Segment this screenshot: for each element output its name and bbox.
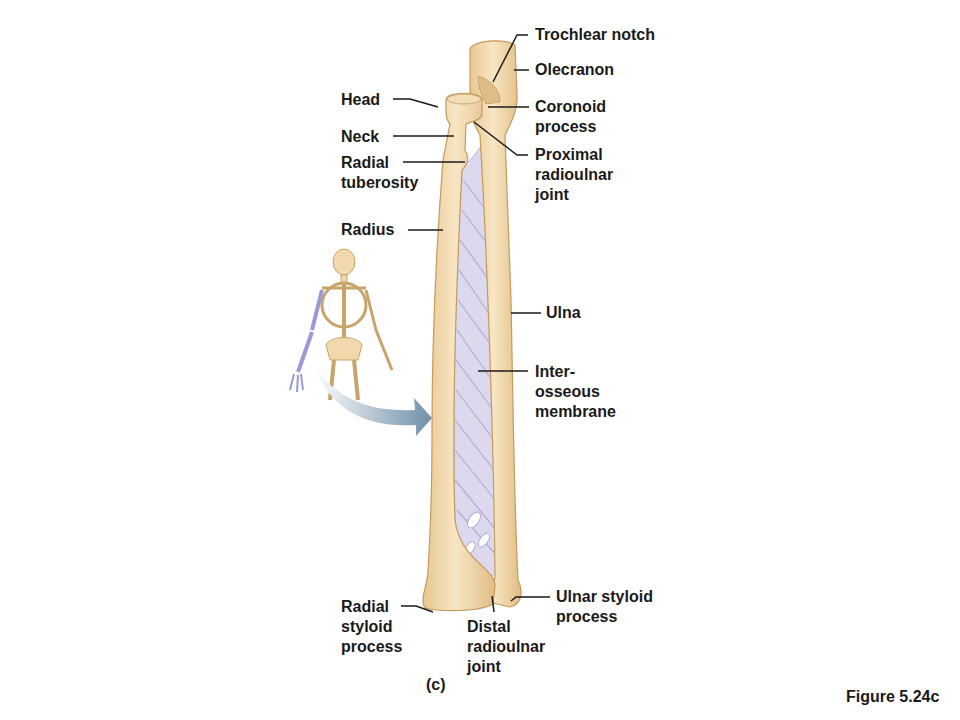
part-label: Trochlear notch — [535, 25, 655, 45]
pointer-arrow — [312, 362, 432, 436]
part-label: Radius — [341, 220, 394, 240]
radial-head-top — [447, 94, 481, 104]
part-label: Radial tuberosity — [341, 153, 433, 193]
radius-bone — [423, 93, 495, 610]
part-label: Distal radioulnar joint — [467, 617, 563, 677]
ulna-bone — [470, 41, 521, 607]
part-label: Ulnar styloid process — [556, 587, 682, 627]
skeleton-inset — [322, 249, 392, 400]
part-label: Proximal radioulnar joint — [535, 145, 631, 205]
part-label: Ulna — [546, 303, 581, 323]
figure-number: Figure 5.24c — [846, 687, 939, 707]
panel-letter: (c) — [426, 675, 446, 695]
part-label: Olecranon — [535, 60, 614, 80]
highlighted-arm — [290, 290, 322, 392]
part-label: Radial styloid process — [341, 597, 413, 657]
part-label: Inter- osseous membrane — [535, 362, 631, 422]
part-label: Coronoid process — [535, 97, 627, 137]
part-label: Neck — [341, 127, 379, 147]
leader-lines — [393, 35, 550, 612]
membrane-openings — [463, 510, 492, 556]
part-label: Head — [341, 90, 380, 110]
